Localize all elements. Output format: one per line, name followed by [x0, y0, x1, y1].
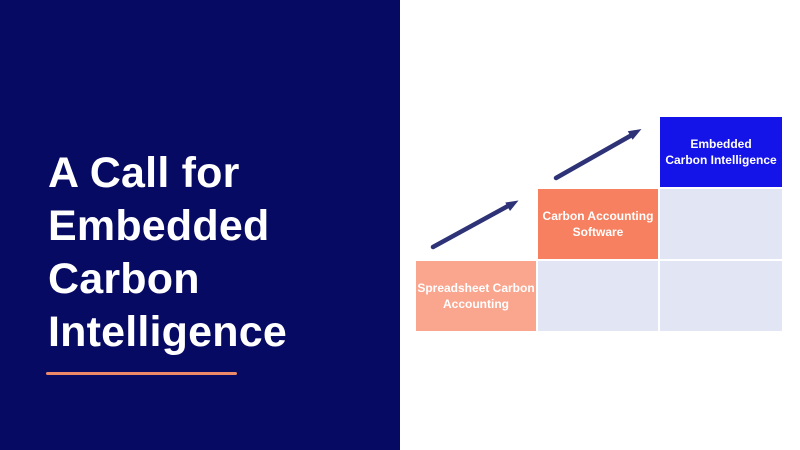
title-line-3: Carbon [48, 255, 200, 303]
step-label-line: Software [572, 225, 624, 239]
empty-grid-cell [660, 189, 782, 259]
step-embedded-carbon-intelligence: Embedded Carbon Intelligence [660, 117, 782, 187]
growth-arrow-2 [553, 129, 642, 181]
empty-grid-cell [660, 261, 782, 331]
step-label-line: Carbon Intelligence [665, 153, 777, 167]
title-underline-accent [46, 372, 237, 375]
step-carbon-accounting-software: Carbon Accounting Software [538, 189, 658, 259]
title-panel: A Call for Embedded Carbon Intelligence [0, 0, 400, 450]
title-line-1: A Call for [48, 149, 240, 197]
step-spreadsheet-carbon-accounting: Spreadsheet Carbon Accounting [416, 261, 536, 331]
step-label-line: Accounting [443, 297, 509, 311]
step-label-line: Embedded [690, 137, 752, 151]
empty-grid-cell [538, 261, 658, 331]
title-line-4: Intelligence [48, 308, 287, 356]
step-label-line: Carbon Accounting [542, 209, 654, 223]
slide-title: A Call for Embedded Carbon Intelligence [48, 147, 287, 359]
growth-arrow-1 [430, 200, 519, 250]
step-label-line: Spreadsheet Carbon [417, 281, 535, 295]
title-line-2: Embedded [48, 202, 270, 250]
stair-step-diagram: Spreadsheet Carbon Accounting Carbon Acc… [400, 0, 800, 450]
